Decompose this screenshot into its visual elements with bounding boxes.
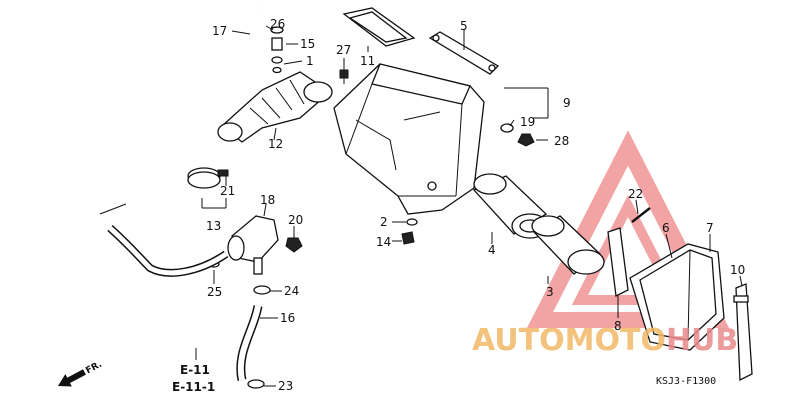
strap-10 — [733, 283, 753, 382]
breather-chamber-18 — [227, 215, 279, 275]
label-27: 27 — [336, 43, 351, 57]
washer-19 — [500, 123, 514, 133]
label-9: 9 — [563, 96, 571, 110]
label-5: 5 — [460, 19, 468, 33]
diagram-code: KSJ3-F1300 — [656, 376, 716, 387]
bolt-28 — [517, 133, 535, 147]
label-18: 18 — [260, 193, 275, 207]
bracket-5 — [428, 31, 500, 75]
clip-24 — [253, 285, 271, 295]
watermark-moto: MOTO — [565, 323, 666, 358]
grommet-2 — [406, 218, 418, 226]
watermark-triangle — [526, 130, 730, 328]
label-25: 25 — [207, 285, 222, 299]
label-26: 26 — [270, 17, 285, 31]
label-17: 17 — [212, 24, 227, 38]
label-7: 7 — [706, 221, 714, 235]
bolt-20 — [285, 230, 303, 253]
label-13: 13 — [206, 219, 221, 233]
clip-8 — [607, 227, 629, 297]
label-23: 23 — [278, 379, 293, 393]
ref-e11: E-11 — [180, 363, 210, 377]
part-labels: 17 26 15 1 12 27 11 5 9 19 28 4 3 2 14 2… — [206, 17, 745, 393]
label-6: 6 — [662, 221, 670, 235]
clamp-13 — [187, 167, 229, 189]
foam-ring-3 — [531, 215, 605, 275]
label-12: 12 — [268, 137, 283, 151]
leader-lines — [195, 25, 743, 387]
cover-11 — [342, 7, 416, 47]
label-3: 3 — [546, 285, 554, 299]
intake-duct-12 — [217, 71, 333, 143]
screw-22 — [631, 207, 651, 223]
label-16: 16 — [280, 311, 295, 325]
svg-text:AUTOMOTOHUB: AUTOMOTOHUB — [472, 323, 738, 358]
watermark-auto: AUTO — [472, 323, 565, 358]
label-8: 8 — [614, 319, 622, 333]
air-cleaner-housing — [333, 63, 485, 215]
label-28: 28 — [554, 134, 569, 148]
label-19: 19 — [520, 115, 535, 129]
label-24: 24 — [284, 284, 299, 298]
label-22: 22 — [628, 187, 643, 201]
clip-23 — [247, 379, 265, 389]
cover-6-7 — [629, 243, 725, 351]
label-2: 2 — [380, 215, 388, 229]
label-21: 21 — [220, 184, 235, 198]
bolt-27 — [339, 69, 349, 84]
watermark-text: AUTOMOTOHUB — [472, 323, 738, 358]
label-10: 10 — [730, 263, 745, 277]
ref-e11-1: E-11-1 — [172, 380, 215, 394]
front-direction-arrow: FR. — [58, 360, 104, 387]
label-15: 15 — [300, 37, 315, 51]
label-11: 11 — [360, 54, 375, 68]
label-1: 1 — [306, 54, 314, 68]
fitting-15 — [270, 26, 284, 74]
label-20: 20 — [288, 213, 303, 227]
watermark-hub: HUB — [666, 323, 738, 358]
label-4: 4 — [488, 243, 496, 257]
clip-14 — [401, 231, 415, 245]
direction-label: FR. — [84, 360, 103, 377]
label-14: 14 — [376, 235, 391, 249]
cross-references: E-11 E-11-1 — [172, 363, 215, 394]
